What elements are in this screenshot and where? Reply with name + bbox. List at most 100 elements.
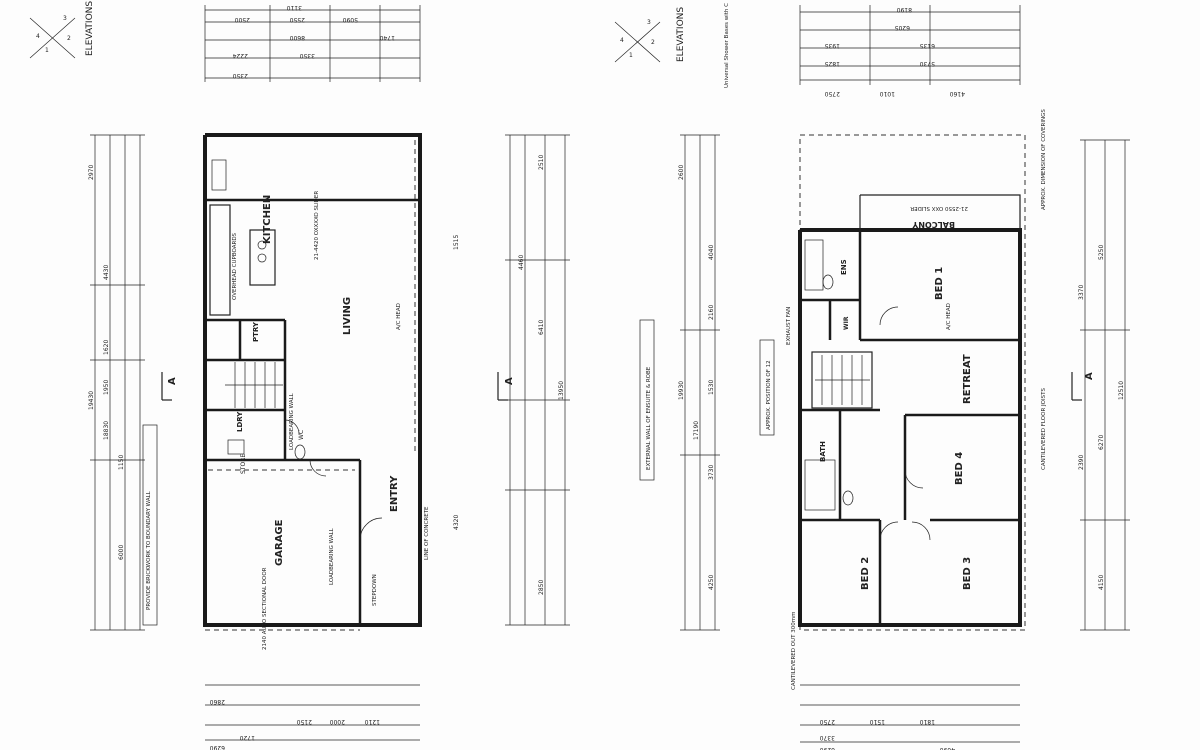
dim-bottom-2: 2150 xyxy=(297,718,312,725)
note-slider: 21-4420 OXXXXO SLIDER xyxy=(314,191,320,260)
fridge-space xyxy=(211,159,227,191)
ground-dimension-lines xyxy=(90,5,570,741)
upper-compass-num-2: 2 xyxy=(651,39,655,46)
upper-section-marker: A xyxy=(1084,372,1095,380)
udim-bottom-0: 6290 xyxy=(820,746,835,750)
balcony-edge xyxy=(860,194,1021,230)
upper-elevation-compass: 4 3 1 2 ELEVATIONS xyxy=(614,7,686,63)
udim-top-5: 5730 xyxy=(920,60,935,67)
ground-outer-wall xyxy=(203,133,422,627)
udim-top-7: 2750 xyxy=(825,90,840,97)
ens-wc xyxy=(822,274,834,290)
udim-right-0: 12510 xyxy=(1118,381,1125,400)
room-entry: ENTRY xyxy=(389,475,400,512)
dim-left-1: 18830 xyxy=(103,421,110,440)
dim-right-1: 6410 xyxy=(538,320,545,335)
dim-left-7: 1150 xyxy=(118,455,125,470)
upper-walls xyxy=(798,134,1026,631)
compass-num-1: 1 xyxy=(45,47,49,54)
udim-left-3: 2160 xyxy=(708,305,715,320)
room-wc: WC xyxy=(298,430,305,440)
room-kitchen: KITCHEN xyxy=(262,195,273,244)
compass-num-2: 2 xyxy=(67,35,71,42)
dim-right-3: 2510 xyxy=(538,155,545,170)
kitchen-fixtures xyxy=(209,159,276,316)
ground-elevation-compass: 4 3 1 2 ELEVATIONS xyxy=(29,1,95,59)
note-approx-dims: APPROX. DIMENSION OF COVERINGS xyxy=(1041,109,1047,210)
dim-top-1: 2500 xyxy=(235,16,250,23)
section-marker-left: A xyxy=(167,377,178,385)
note-brickwork: PROVIDE BRICKWORK TO BOUNDARY WALL xyxy=(146,490,152,610)
note-universal-shower: Universal Shower Bases with C xyxy=(724,3,730,88)
dim-top-7: 2224 xyxy=(233,52,248,59)
udim-top-3: 6135 xyxy=(920,42,935,49)
room-bed-2: BED 2 xyxy=(860,557,871,590)
ground-stairs xyxy=(225,362,283,408)
udim-top-1: 6205 xyxy=(895,24,910,31)
upper-stairs xyxy=(811,351,873,409)
udim-top-0: 8190 xyxy=(897,6,912,13)
dim-left-3: 6000 xyxy=(118,545,125,560)
room-store: STORE xyxy=(240,454,247,474)
udim-left-7: 1530 xyxy=(708,380,715,395)
udim-left-0: 19930 xyxy=(678,381,685,400)
bathtub xyxy=(804,459,836,511)
ensuite-shower xyxy=(804,239,824,291)
dim-right-0: 13950 xyxy=(558,381,565,400)
dim-left-5: 1620 xyxy=(103,340,110,355)
wc-pan xyxy=(294,444,306,460)
bath-wc xyxy=(842,490,854,506)
udim-left-5: 4250 xyxy=(708,575,715,590)
dim-bottom-1: 2860 xyxy=(210,698,225,705)
upper-elevations-label: ELEVATIONS xyxy=(676,7,686,62)
udim-right-3: 4150 xyxy=(1098,575,1105,590)
laundry-tub xyxy=(227,439,245,455)
room-garage: GARAGE xyxy=(274,519,285,566)
room-balcony: BALCONY xyxy=(912,220,955,229)
note-stepdown: STEPDOWN xyxy=(372,574,378,606)
udim-right-5: 2390 xyxy=(1078,455,1085,470)
wc-door xyxy=(284,419,300,435)
udim-left-4: 3730 xyxy=(708,465,715,480)
note-cantilevered-out: CANTILEVERED OUT 300mm xyxy=(791,612,797,690)
entry-door-swing xyxy=(359,517,383,541)
dim-right-4: 1515 xyxy=(453,235,460,250)
room-pantry: PTRY xyxy=(252,321,260,342)
note-approx-position: APPROX. POSITION OF 12 xyxy=(766,360,772,430)
dim-right-2: 4460 xyxy=(518,255,525,270)
note-balcony-door: 21-2550 OXX SLIDER xyxy=(910,205,968,211)
dim-top-0: 3110 xyxy=(287,4,302,11)
note-upper-ac-head: A/C HEAD xyxy=(946,303,952,330)
upper-dimension-lines xyxy=(680,5,1130,743)
kitchen-bench xyxy=(209,204,231,316)
udim-left-6: 2600 xyxy=(678,165,685,180)
udim-left-1: 17190 xyxy=(693,421,700,440)
dim-bottom-3: 1720 xyxy=(240,734,255,741)
upper-compass-num-3: 3 xyxy=(647,19,651,26)
note-approx-box xyxy=(759,339,775,436)
room-retreat: RETREAT xyxy=(962,354,973,404)
dim-top-2: 2550 xyxy=(290,16,305,23)
udim-right-1: 5250 xyxy=(1098,245,1105,260)
dim-left-4: 2970 xyxy=(88,165,95,180)
udim-bottom-5: 1810 xyxy=(920,718,935,725)
kitchen-island xyxy=(249,229,276,286)
dim-bottom-4: 2000 xyxy=(330,718,345,725)
garage-internal-door xyxy=(309,459,327,477)
dim-top-8: 5090 xyxy=(343,16,358,23)
udim-top-2: 1935 xyxy=(825,42,840,49)
bed4-door xyxy=(904,469,924,489)
note-loadbearing-wall: LOADBEARING WALL xyxy=(289,392,295,450)
udim-bottom-1: 4090 xyxy=(940,746,955,750)
upper-floor-plan: 4 3 1 2 ELEVATIONS Universal Shower Base… xyxy=(614,3,1130,750)
udim-right-2: 6270 xyxy=(1098,435,1105,450)
note-kitchen: OVERHEAD CUPBOARDS xyxy=(232,232,238,300)
udim-bottom-3: 2750 xyxy=(820,718,835,725)
udim-top-8: 1010 xyxy=(880,90,895,97)
dim-top-3: 1740 xyxy=(380,34,395,41)
dim-right-6: 2850 xyxy=(538,580,545,595)
room-ensuite: ENS xyxy=(840,259,848,275)
note-garage-door: 2140 AUTO SECTIONAL DOOR xyxy=(262,567,268,650)
bed1-door xyxy=(879,306,899,326)
